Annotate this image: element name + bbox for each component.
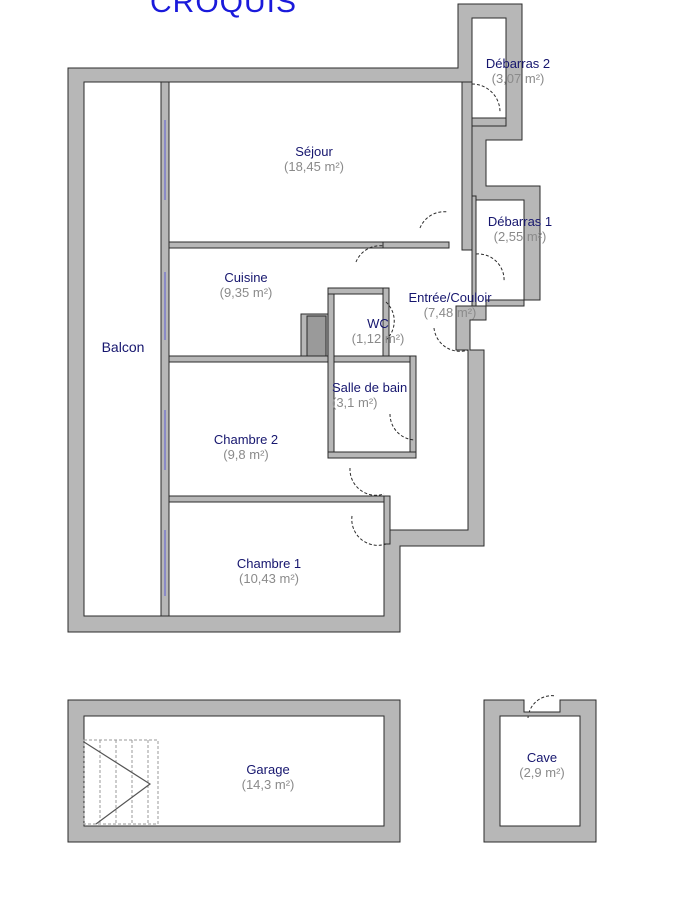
room-label-salle-de-bain: Salle de bain (3,1 m²) [332,380,408,410]
door-swing-wc [385,301,395,341]
wall-sdb-bottom [327,451,417,459]
room-label-garage: Garage (14,3 m²) [241,762,295,792]
room-label-sejour: Séjour (18,45 m²) [284,144,344,174]
wall-chambre2-chambre1 [168,495,390,503]
door-swing-chambre2 [349,467,385,496]
wall-entree-top [382,241,450,249]
wall-deb1-left [471,195,477,307]
room-label-chambre-1: Chambre 1 (10,43 m²) [236,556,302,586]
room-label-debarras-1: Débarras 1 (2,55 m²) [487,214,553,244]
door-swing-chambre1 [351,515,387,546]
door-swing-cuisine [355,245,385,263]
room-label-balcon: Balcon [101,339,145,355]
wall-deb2-bottom [471,117,507,127]
stairs-arrow [83,741,152,825]
room-label-cave: Cave (2,9 m²) [519,750,565,780]
room-label-cuisine: Cuisine (9,35 m²) [219,270,273,300]
wall-sejour-right [461,81,473,251]
door-swing-deb1 [475,253,505,283]
room-label-wc: WC (1,12 m²) [351,316,405,346]
room-label-chambre-2: Chambre 2 (9,8 m²) [213,432,279,462]
wall-wc-bottom [333,355,415,363]
wall-chambre1-right [383,495,391,545]
wall-wc-left [327,287,335,457]
shaft-inner [306,315,327,357]
wall-balcony-right [160,81,170,617]
door-swing-deb2 [471,83,501,113]
room-label-debarras-2: Débarras 2 (3,07 m²) [485,56,551,86]
main-outer-wall [67,3,541,633]
garage-stairs [83,739,159,825]
door-swing-sejour [419,211,449,229]
door-swing-entree [433,327,469,352]
plan-title: CROQUIS [150,0,298,19]
door-swing-cave [527,695,557,719]
wall-wc-top [327,287,387,295]
wall-sejour-cuisine [168,241,384,249]
wall-cuisine-chambre2 [168,355,332,363]
cave-wall [483,699,597,843]
room-label-entree-couloir: Entrée/Couloir (7,48 m²) [408,290,492,320]
